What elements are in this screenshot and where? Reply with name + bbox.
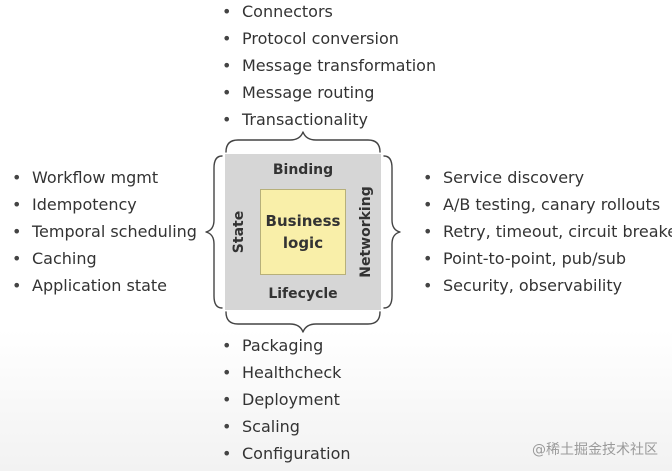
list-item: Retry, timeout, circuit breaker [423,218,672,245]
top-capability-list: Connectors Protocol conversion Message t… [222,0,436,133]
list-item: Message routing [222,79,436,106]
list-item: Scaling [222,413,351,440]
watermark: @稀土掘金技术社区 [532,442,658,458]
bottom-brace [225,311,381,333]
list-item: Temporal scheduling [12,218,197,245]
list-item: Application state [12,272,197,299]
list-item: Point-to-point, pub/sub [423,245,672,272]
list-item: Message transformation [222,52,436,79]
list-item: Service discovery [423,164,672,191]
bottom-capability-list: Packaging Healthcheck Deployment Scaling… [222,332,351,467]
top-brace [225,131,381,153]
list-item: Security, observability [423,272,672,299]
list-item: Healthcheck [222,359,351,386]
left-brace [205,155,223,309]
list-item: Protocol conversion [222,25,436,52]
list-item: Caching [12,245,197,272]
left-capability-list: Workflow mgmt Idempotency Temporal sched… [12,164,197,299]
right-brace [383,155,401,309]
list-item: Connectors [222,0,436,25]
list-item: Idempotency [12,191,197,218]
binding-label: Binding [272,162,334,178]
list-item: Packaging [222,332,351,359]
right-capability-list: Service discovery A/B testing, canary ro… [423,164,672,299]
list-item: A/B testing, canary rollouts [423,191,672,218]
list-item: Configuration [222,440,351,467]
lifecycle-label: Lifecycle [268,286,338,302]
list-item: Transactionality [222,106,436,133]
list-item: Workflow mgmt [12,164,197,191]
business-logic-box: Business logic [260,189,346,275]
list-item: Deployment [222,386,351,413]
business-logic-label: Business logic [265,212,341,252]
